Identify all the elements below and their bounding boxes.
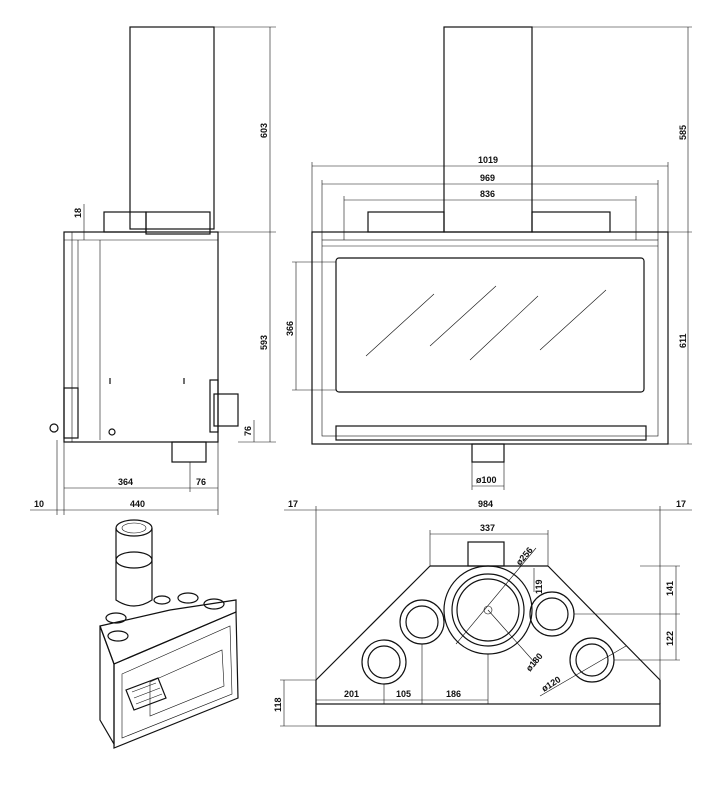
side-flue-duct xyxy=(129,26,215,230)
front-flue-duct xyxy=(443,26,533,233)
dim-984: 984 xyxy=(478,499,493,509)
dim-17-right: 17 xyxy=(676,499,686,509)
dim-10: 10 xyxy=(34,499,44,509)
dim-337: 337 xyxy=(480,523,495,533)
iso-flue-top xyxy=(115,519,153,537)
dim-593: 593 xyxy=(259,335,269,350)
side-bolt-icon xyxy=(108,428,116,436)
iso-collar-1 xyxy=(153,595,171,605)
plan-flue-ring xyxy=(451,573,525,647)
side-collar-right xyxy=(145,211,211,235)
plan-right-diagonal xyxy=(547,565,661,681)
dim-1019: 1019 xyxy=(478,155,498,165)
dim-256: ø256 xyxy=(514,545,535,567)
dim-201: 201 xyxy=(344,689,359,699)
front-collar-left xyxy=(367,211,445,233)
dim-119: 119 xyxy=(534,579,544,594)
side-knob-icon xyxy=(49,423,59,433)
dim-line-120 xyxy=(539,645,627,697)
dim-76-vertical: 76 xyxy=(243,426,253,436)
iso-grate xyxy=(125,677,167,711)
side-view: 603 18 593 76 364 76 10 440 xyxy=(30,26,276,515)
dim-line-180 xyxy=(487,609,537,665)
dim-440: 440 xyxy=(130,499,145,509)
iso-front-frame xyxy=(113,611,239,749)
dim-969: 969 xyxy=(480,173,495,183)
iso-left-side xyxy=(99,625,115,747)
dim-105: 105 xyxy=(396,689,411,699)
front-bottom-grille xyxy=(335,425,647,441)
plan-air-right-upper-inner xyxy=(535,597,569,631)
glass-reflection-4 xyxy=(539,289,607,351)
glass-reflection-2 xyxy=(429,285,497,347)
front-view: 1019 969 836 585 611 366 ø100 xyxy=(285,26,692,490)
iso-flue-body xyxy=(115,528,153,560)
side-body-outline xyxy=(63,231,219,443)
front-frame-inner xyxy=(321,239,659,437)
dim-100: ø100 xyxy=(476,475,497,485)
dim-17-left: 17 xyxy=(288,499,298,509)
dim-18: 18 xyxy=(73,208,83,218)
iso-collar-4 xyxy=(105,612,127,624)
glass-reflection-1 xyxy=(365,293,435,357)
dim-366: 366 xyxy=(285,321,295,336)
front-collar-right xyxy=(531,211,611,233)
dim-180: ø180 xyxy=(524,651,545,673)
plan-flue-stub xyxy=(467,541,505,567)
iso-collar-3 xyxy=(203,598,225,610)
dim-120: ø120 xyxy=(540,674,563,693)
iso-collar-2 xyxy=(177,592,199,604)
iso-top-plate xyxy=(99,599,237,665)
iso-firebox-back xyxy=(149,649,225,717)
iso-collar-5 xyxy=(107,630,129,642)
dim-122: 122 xyxy=(665,631,675,646)
iso-glass-opening xyxy=(121,625,233,739)
iso-flue-top-inner xyxy=(121,522,147,534)
iso-flue-ring xyxy=(115,551,153,569)
side-bottom-spigot xyxy=(171,441,207,463)
isometric-view xyxy=(99,519,239,749)
front-glass-panel xyxy=(335,257,645,393)
plan-left-diagonal xyxy=(315,565,431,681)
plan-front-frame xyxy=(315,703,661,727)
dim-836: 836 xyxy=(480,189,495,199)
dim-118: 118 xyxy=(273,697,283,712)
front-bottom-spigot xyxy=(471,443,505,463)
side-air-inlet xyxy=(213,393,239,427)
plan-flue-inner xyxy=(456,578,520,642)
dim-line-256 xyxy=(455,547,537,645)
dim-186: 186 xyxy=(446,689,461,699)
iso-grate-bars xyxy=(131,682,163,705)
glass-reflection-3 xyxy=(469,295,539,361)
side-front-lower xyxy=(63,387,79,439)
dim-141: 141 xyxy=(665,581,675,596)
side-rear-step xyxy=(209,379,219,433)
dim-611: 611 xyxy=(678,333,688,348)
dim-585: 585 xyxy=(678,125,688,140)
plan-air-left-upper-inner xyxy=(405,605,439,639)
top-view: 17 984 17 337 ø256 119 141 122 ø180 ø120… xyxy=(273,499,692,727)
front-frame-outer xyxy=(311,231,669,445)
plan-air-right-lower-inner xyxy=(575,643,609,677)
dim-603: 603 xyxy=(259,123,269,138)
iso-flue-lower xyxy=(115,560,153,607)
plan-air-left-lower-inner xyxy=(367,645,401,679)
dim-76-horizontal: 76 xyxy=(196,477,206,487)
dim-364: 364 xyxy=(118,477,133,487)
